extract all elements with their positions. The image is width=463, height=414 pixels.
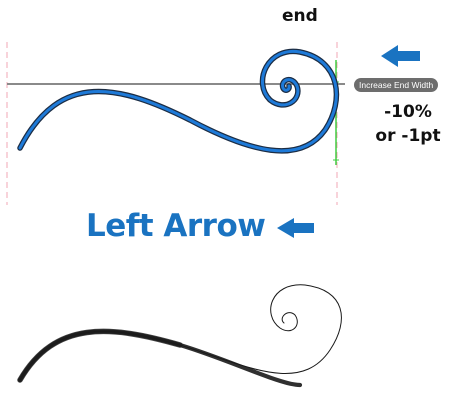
shortcut-key-label: Left Arrow [86,208,266,244]
left-arrow-icon [277,218,314,238]
result-spiral-stroke [17,284,342,388]
left-arrow-icon [381,45,420,67]
end-label: end [282,6,318,26]
increase-end-width-badge: Increase End Width [354,78,439,92]
width-change-points: or -1pt [375,126,441,146]
selected-spiral-stroke[interactable] [17,48,340,154]
width-change-text: -10% or -1pt [368,100,448,148]
width-change-percent: -10% [384,102,432,122]
